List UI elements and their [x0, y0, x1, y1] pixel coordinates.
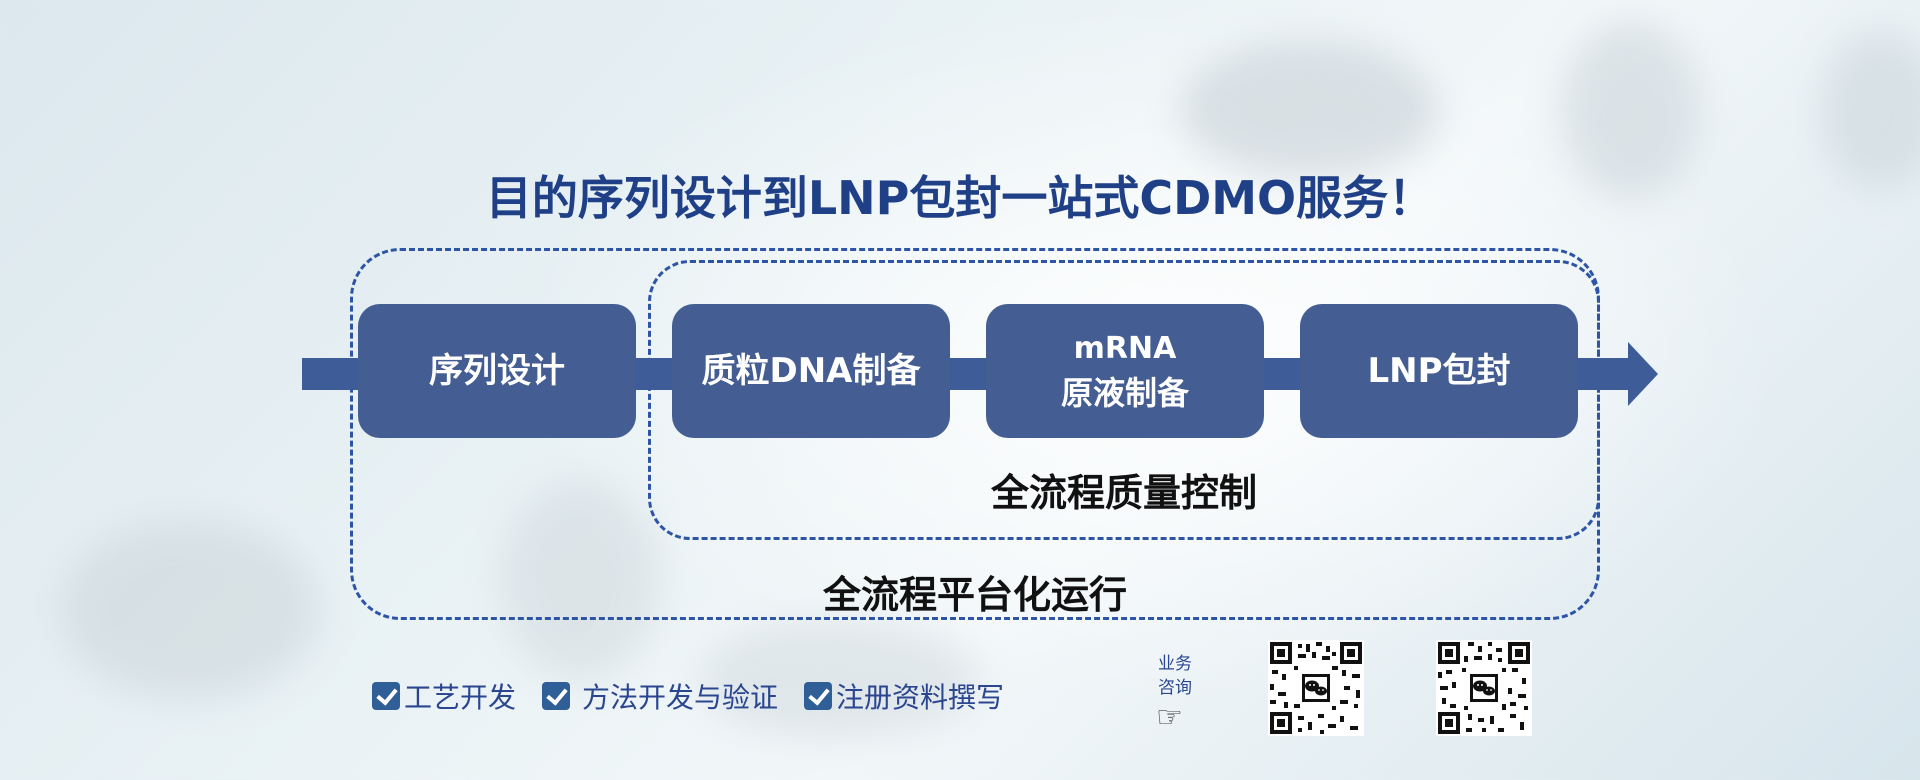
feature-list: 工艺开发 方法开发与验证 注册资料撰写: [372, 676, 1004, 716]
process-arrow-head-icon: [1628, 342, 1658, 406]
checkbox-icon: [372, 682, 400, 710]
step-label: mRNA: [1073, 331, 1177, 366]
checkbox-icon: [804, 682, 833, 710]
step-lnp-encapsulation: LNP包封: [1300, 304, 1578, 438]
background-dna-blob: [60, 520, 320, 700]
step-mrna-bulk: mRNA 原液制备: [986, 304, 1264, 438]
feature-label: 方法开发与验证: [582, 681, 779, 714]
quality-control-label: 全流程质量控制: [990, 471, 1257, 515]
background-dna-blob: [700, 620, 980, 740]
step-sublabel: 原液制备: [1060, 374, 1189, 412]
step-sequence-design: 序列设计: [358, 304, 636, 438]
platform-operation-label: 全流程平台化运行: [822, 573, 1127, 617]
step-label: 质粒DNA制备: [701, 351, 921, 391]
checkbox-icon: [542, 682, 571, 710]
consult-line: 业务: [1158, 654, 1192, 674]
feature-label: 注册资料撰写: [836, 681, 1005, 714]
feature-item: 工艺开发: [372, 676, 516, 716]
feature-label: 工艺开发: [404, 681, 517, 714]
feature-item: 方法开发与验证: [542, 676, 778, 716]
background-dna-blob: [1180, 40, 1440, 180]
business-consult-label: 业务 咨询: [1158, 652, 1192, 700]
background-dna-blob: [1820, 30, 1920, 190]
wechat-qr-icon[interactable]: [1268, 640, 1364, 736]
background-dna-blob: [500, 480, 660, 680]
consult-line: 咨询: [1158, 678, 1192, 698]
step-label: LNP包封: [1367, 351, 1511, 391]
step-plasmid-dna: 质粒DNA制备: [672, 304, 950, 438]
feature-item: 注册资料撰写: [804, 676, 1004, 716]
quality-control-group-frame: [648, 260, 1600, 540]
pointing-hand-icon: ☞: [1156, 700, 1183, 735]
page-title: 目的序列设计到LNP包封一站式CDMO服务！: [485, 171, 1435, 225]
background-dna-blob: [1560, 20, 1700, 200]
wechat-qr-icon[interactable]: [1436, 640, 1532, 736]
step-label: 序列设计: [429, 351, 565, 391]
